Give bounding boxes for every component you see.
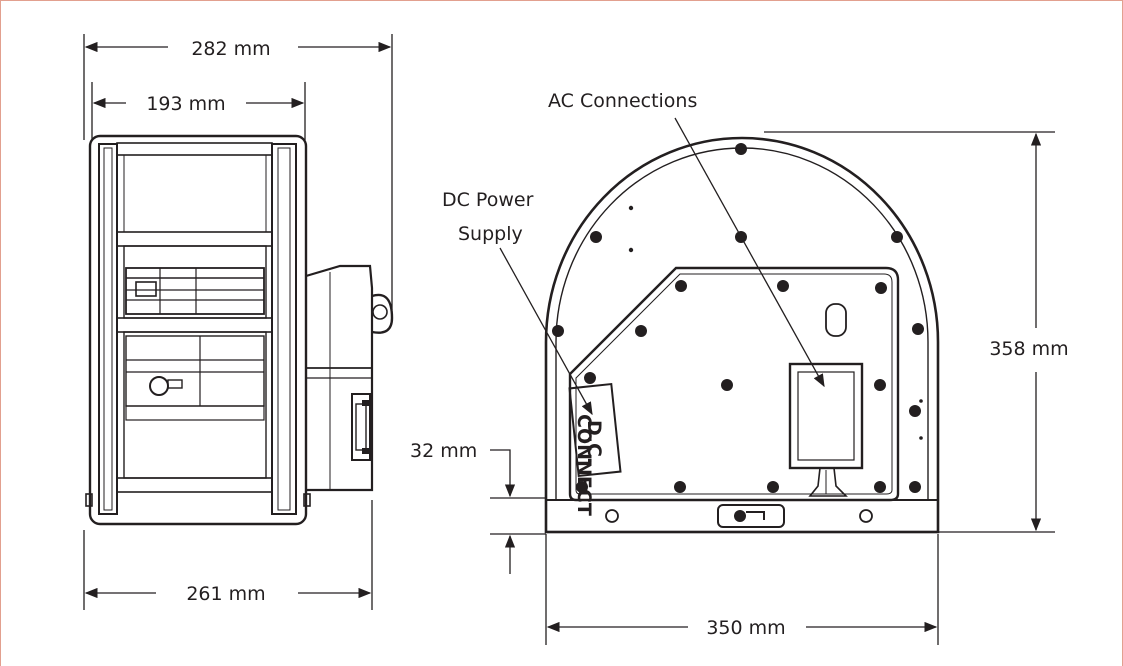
dim-358-label: 358 mm	[989, 338, 1068, 360]
dim-350-label: 350 mm	[706, 617, 785, 639]
dim-193-label: 193 mm	[146, 93, 225, 115]
front-view: D.C. CONNECT	[410, 90, 1069, 645]
ac-connection-box	[788, 362, 864, 497]
dim-261-label: 261 mm	[186, 583, 265, 605]
dc-power-label-line1: DC Power	[442, 189, 534, 211]
dim-282-label: 282 mm	[191, 38, 270, 60]
ac-connections-label: AC Connections	[548, 90, 697, 112]
side-view: 282 mm 193 mm 261 mm	[83, 34, 394, 610]
dc-power-label-line2: Supply	[458, 223, 523, 245]
dc-power-supply-module: D.C. CONNECT	[568, 382, 622, 516]
dc-module-label-1: D.C.	[583, 420, 605, 464]
dc-module-label-2: CONNECT	[573, 414, 595, 516]
dim-32-label: 32 mm	[410, 440, 477, 462]
